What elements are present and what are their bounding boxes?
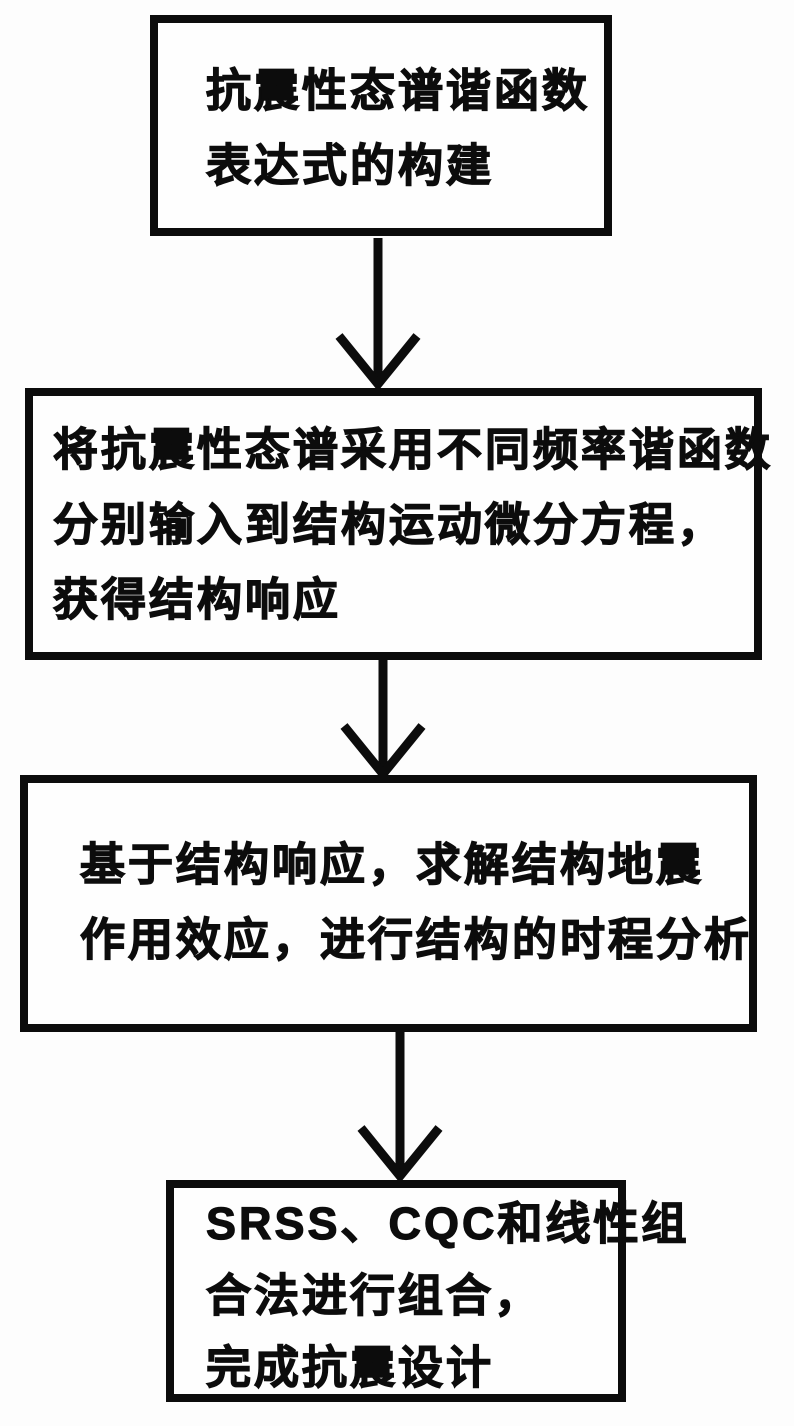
flow-step-4-text-line-3: 完成抗震设计: [205, 1341, 495, 1393]
flow-step-3-text-line-2: 作用效应，进行结构的时程分析: [79, 913, 753, 965]
flow-step-2-text-line-3: 获得结构响应: [52, 573, 342, 625]
flow-step-4-text-line-2: 合法进行组合，: [205, 1269, 543, 1321]
flow-step-1-text-line-2: 表达式的构建: [205, 139, 495, 191]
down-arrow-3: [357, 1030, 443, 1182]
arrow-head: [340, 723, 426, 780]
flow-step-2-text-line-1: 将抗震性态谱采用不同频率谐函数: [52, 423, 774, 475]
flow-step-3-box: 基于结构响应，求解结构地震 作用效应，进行结构的时程分析: [20, 775, 757, 1032]
flow-step-1-box: 抗震性态谱谐函数 表达式的构建: [150, 15, 612, 236]
flow-step-3-text-line-1: 基于结构响应，求解结构地震: [79, 838, 705, 890]
flow-step-2-box: 将抗震性态谱采用不同频率谐函数 分别输入到结构运动微分方程， 获得结构响应: [25, 388, 774, 660]
flow-step-4-text-line-1: SRSS、CQC和线性组: [205, 1197, 690, 1249]
flow-step-2-text-line-2: 分别输入到结构运动微分方程，: [52, 498, 726, 550]
flow-step-4-box: SRSS、CQC和线性组 合法进行组合， 完成抗震设计: [166, 1180, 690, 1402]
arrow-head: [335, 333, 421, 390]
flow-step-1-text-line-1: 抗震性态谱谐函数: [205, 64, 591, 116]
down-arrow-1: [335, 238, 421, 390]
down-arrow-2: [340, 656, 426, 780]
arrow-head: [357, 1125, 443, 1182]
